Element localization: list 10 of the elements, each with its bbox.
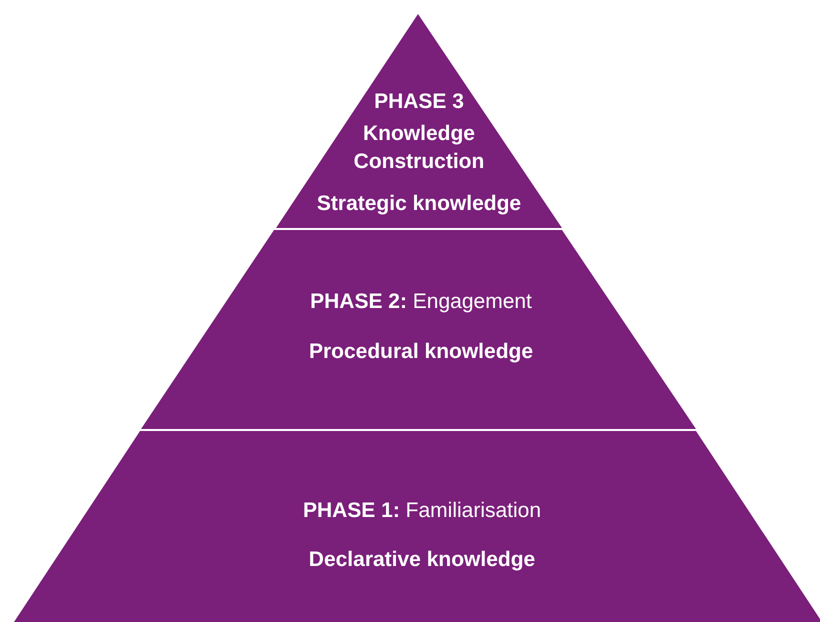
phase-heading: PHASE 2: Engagement xyxy=(310,289,532,315)
phase-heading: PHASE 1: Familiarisation xyxy=(302,498,542,524)
phase-name: Knowledge Construction xyxy=(352,121,486,175)
pyramid-tier xyxy=(276,14,562,228)
knowledge-type: Strategic knowledge xyxy=(316,191,522,217)
knowledge-type: Declarative knowledge xyxy=(308,547,536,573)
pyramid-tier xyxy=(14,431,820,622)
phase-heading: PHASE 3 xyxy=(374,89,464,115)
pyramid-tier xyxy=(141,230,697,429)
knowledge-type: Procedural knowledge xyxy=(308,339,534,365)
